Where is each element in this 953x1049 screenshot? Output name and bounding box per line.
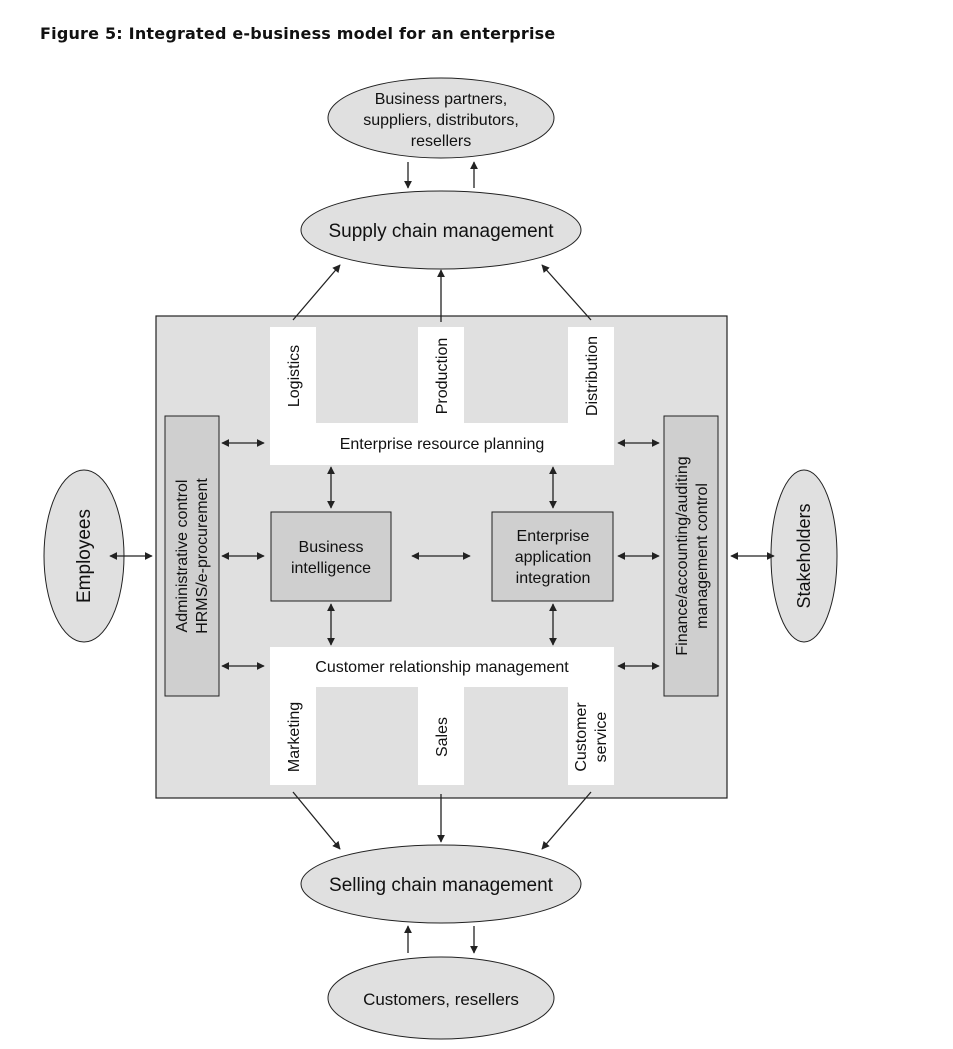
partners-line-2: suppliers, distributors, (363, 112, 519, 129)
selling-chain-ellipse (300, 844, 582, 924)
bi-box (270, 511, 392, 602)
supply-chain-ellipse (300, 190, 582, 270)
customers-ellipse (327, 956, 555, 1040)
bi-label: Business intelligence (291, 539, 371, 577)
customers-label: Customers, resellers (363, 990, 519, 1009)
partners-ellipse (327, 77, 555, 159)
partners-label: Business partners, suppliers, distributo… (363, 91, 519, 150)
finance-line-2: management control (694, 483, 711, 629)
eai-line-2: application (515, 549, 592, 566)
distribution-label: Distribution (584, 336, 601, 416)
arrow-marketing-to-selling (292, 791, 341, 850)
supply-chain-label: Supply chain management (329, 221, 555, 242)
finance-box (663, 415, 719, 697)
erp-label: Enterprise resource planning (340, 436, 545, 453)
bi-line-1: Business (299, 539, 364, 556)
marketing-label: Marketing (286, 702, 303, 772)
partners-line-3: resellers (411, 133, 471, 150)
crm-label: Customer relationship management (315, 659, 569, 676)
admin-label: Administrative control HRMS/e-procuremen… (174, 478, 211, 634)
eai-box (491, 511, 614, 602)
connector-arrows (109, 161, 775, 954)
admin-box (164, 415, 220, 697)
logistics-label: Logistics (286, 345, 303, 407)
customer-service-line-1: Customer (573, 702, 590, 772)
arrow-logistics-to-supply (292, 264, 341, 321)
employees-label: Employees (74, 509, 95, 603)
eai-label: Enterprise application integration (515, 528, 592, 587)
customer-service-line-2: service (593, 712, 610, 763)
eai-line-1: Enterprise (517, 528, 590, 545)
stakeholders-label: Stakeholders (794, 503, 814, 608)
sales-label: Sales (434, 717, 451, 757)
production-label: Production (434, 338, 451, 415)
admin-line-1: Administrative control (174, 480, 191, 633)
arrow-service-to-selling (541, 791, 592, 850)
erp-track (270, 327, 614, 465)
figure-title: Figure 5: Integrated e-business model fo… (40, 24, 556, 43)
selling-chain-label: Selling chain management (329, 875, 554, 896)
arrow-distribution-to-supply (541, 264, 592, 321)
admin-line-2: HRMS/e-procurement (194, 478, 211, 634)
crm-track (270, 647, 614, 785)
bi-line-2: intelligence (291, 560, 371, 577)
finance-label: Finance/accounting/auditing management c… (674, 456, 711, 655)
partners-line-1: Business partners, (375, 91, 508, 108)
finance-line-1: Finance/accounting/auditing (674, 456, 691, 655)
customer-service-label: Customer service (573, 702, 610, 772)
eai-line-3: integration (516, 570, 591, 587)
